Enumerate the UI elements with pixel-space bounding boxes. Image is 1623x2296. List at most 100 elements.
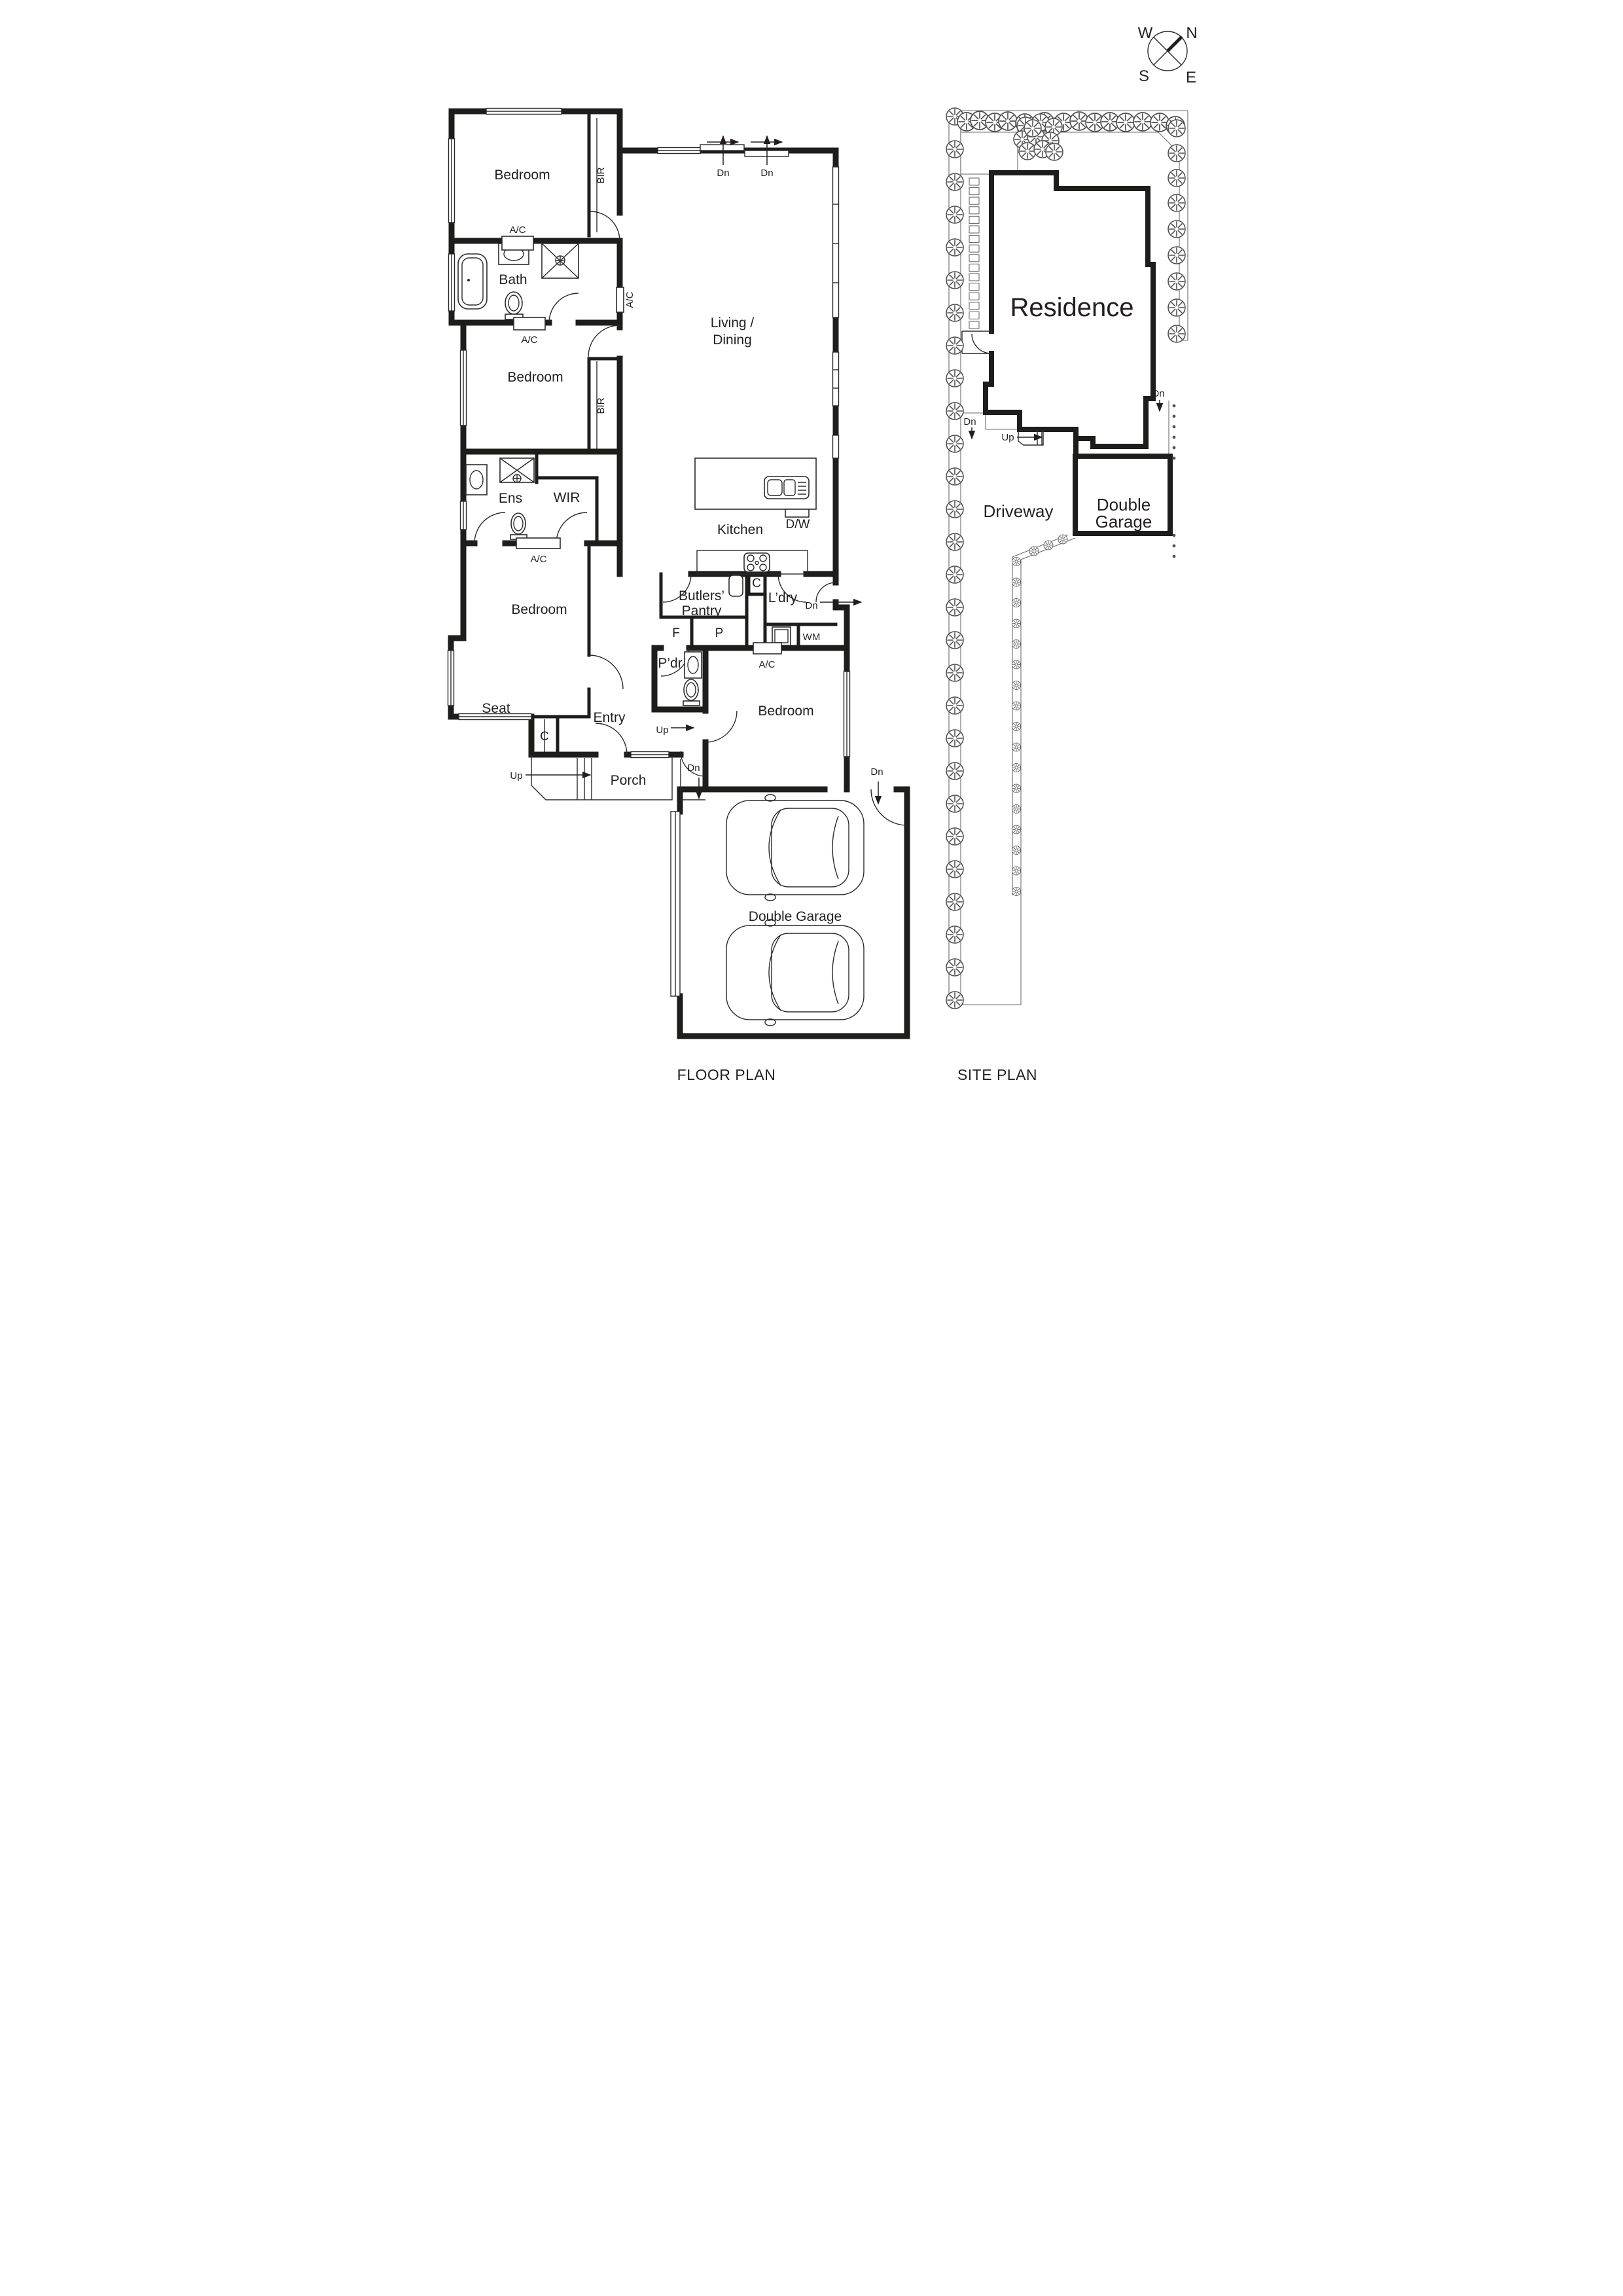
floorplan-page: Bedroom BIR A/C Bath A/C A/C Living / Di… [406,0,1217,1148]
compass-n: N [1186,24,1197,42]
powder-vanity [684,651,702,679]
tree-icon [1168,246,1186,264]
tree-icon [1012,598,1021,607]
shrub-icon [1172,456,1176,460]
site-arrows [968,400,1164,441]
dishwasher [785,509,810,518]
tree-icon [1168,169,1186,187]
floor-plan-drawing: Bedroom BIR A/C Bath A/C A/C Living / Di… [447,107,910,1039]
shrub-icon [1172,414,1176,418]
tree-icon [946,238,964,257]
site-dn-label: Dn [963,416,976,427]
site-label-residence: Residence [1010,293,1133,322]
paver [969,273,980,281]
floor-plan-labels: Bedroom BIR A/C Bath A/C A/C Living / Di… [482,167,883,924]
stairs-dn-label: Dn [717,168,729,179]
tree-icon [946,402,964,420]
ac-unit [516,537,561,549]
stairs-up-label: Up [510,770,522,781]
floorplan-interior-walls [529,113,838,757]
shrub-icon [1172,404,1176,408]
site-label-driveway: Driveway [984,501,1054,521]
compass-e: E [1186,69,1196,86]
room-label-bedroom2: Bedroom [507,370,563,385]
site-dn-label: Dn [1152,388,1164,399]
stairs-dn-label: Dn [760,168,773,179]
ac-unit [753,642,782,655]
tree-icon [1012,846,1021,855]
tree-icon [946,435,964,453]
ens-vanity [465,464,488,495]
ac-label: A/C [530,554,546,565]
tree-icon [946,860,964,878]
site-label-garage2: Garage [1096,512,1152,531]
tree-icon [946,369,964,387]
tree-icon [1024,119,1042,137]
tree-icon [946,173,964,191]
tree-icon [946,893,964,911]
room-label-porch: Porch [611,773,647,788]
tree-icon [1029,546,1039,556]
tree-icon [998,111,1018,131]
tree-icon [1012,722,1021,731]
tree-icon [1168,325,1186,343]
paver [969,254,980,262]
robe-label-bir1: BIR [596,167,607,183]
tree-icon [946,762,964,780]
tree-icon [946,631,964,649]
tree-icon [946,729,964,747]
compass-w: W [1138,24,1153,42]
tree-icon [946,565,964,584]
tree-icon [1133,112,1152,132]
ac-unit [616,287,624,313]
stairs-dn-label: Dn [805,600,817,611]
bath-drain [467,279,470,281]
tree-icon [1168,194,1186,212]
paver [969,206,980,215]
floor-plan-title: FLOOR PLAN [677,1066,776,1083]
paver [969,244,980,253]
stairs-dn-label: Dn [870,766,883,778]
pantry-sink [728,575,743,597]
tree-icon [946,140,964,158]
ac-unit [501,236,534,251]
tree-icon [1012,639,1021,649]
ac-label: A/C [624,291,635,308]
compass-needle [1166,35,1183,52]
tree-icon [946,795,964,813]
room-label-bedroom4: Bedroom [758,704,813,719]
tree-icon [1168,272,1186,291]
paver [969,302,980,310]
tree-icon [1012,619,1021,628]
car-icon [726,919,865,1026]
fridge-label: F [672,626,680,640]
tree-icon [946,467,964,486]
room-label-laundry: L’dry [768,590,798,605]
tree-icon [1012,681,1021,690]
paver [969,215,980,224]
pantry-label: P [715,626,724,640]
site-plan-drawing: Residence Driveway Double Garage Dn Dn U… [946,107,1188,1009]
tree-icon [1168,220,1186,238]
tree-icon [1168,298,1186,317]
stair-arrows [526,135,882,805]
robe-label-bir2: BIR [596,397,607,414]
fixtures [457,118,865,1026]
site-plan-labels: Residence Driveway Double Garage Dn Dn U… [963,293,1164,531]
room-label-butlers1: Butlers’ [679,588,724,603]
room-label-powder: P’dr [658,656,682,671]
shrub-icon [1172,533,1176,537]
shrub-icon [1172,425,1176,429]
plan-canvas: Bedroom BIR A/C Bath A/C A/C Living / Di… [447,24,1198,1083]
car-icon [726,794,865,901]
paver [969,177,980,186]
tree-icon [1012,804,1021,814]
tree-icon [946,271,964,289]
room-label-kitchen: Kitchen [717,522,763,537]
paver [969,235,980,243]
tree-icon [1012,887,1021,896]
tree-icon [1045,143,1063,161]
room-label-ens: Ens [499,491,522,506]
tree-icon [946,500,964,518]
closet-label: C [540,730,549,744]
